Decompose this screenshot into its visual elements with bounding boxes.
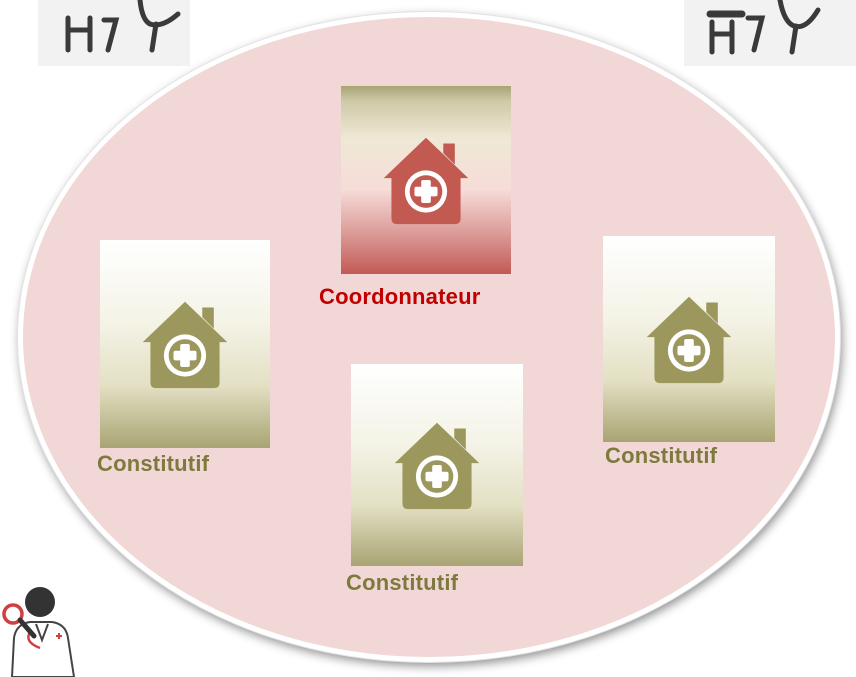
seated-people-icon xyxy=(684,0,856,66)
house-medical-cross-icon xyxy=(142,301,228,389)
house-medical-cross-icon xyxy=(646,296,732,384)
seated-people-icon xyxy=(38,0,190,66)
constituent-label-bottom: Constitutif xyxy=(346,570,459,595)
constituent-label-left: Constitutif xyxy=(97,451,210,476)
constituent-tile-left xyxy=(100,240,270,448)
constituent-tile-right xyxy=(603,236,775,442)
doctor-with-magnifier-icon xyxy=(0,578,100,677)
house-medical-cross-icon xyxy=(383,137,469,225)
house-medical-cross-icon xyxy=(394,422,480,510)
coordinator-label: Coordonnateur xyxy=(319,284,481,309)
constituent-tile-bottom xyxy=(351,364,523,566)
coordinator-tile xyxy=(341,86,511,274)
constituent-label-right: Constitutif xyxy=(605,443,718,468)
